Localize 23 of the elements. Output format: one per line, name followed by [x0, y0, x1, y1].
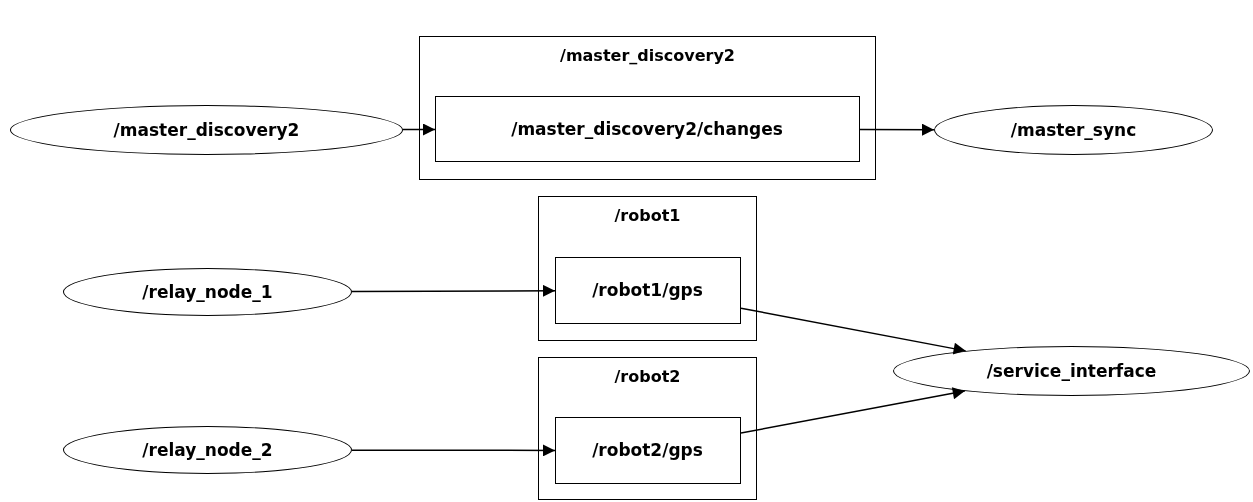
- node-label: /robot1/gps: [592, 280, 703, 300]
- node-label: /master_discovery2/changes: [511, 118, 783, 139]
- arrow: [859, 123, 935, 136]
- node-label: /service_interface: [986, 361, 1157, 381]
- group-box: [538, 357, 757, 500]
- arrow: [740, 307, 967, 355]
- arrow: [740, 387, 966, 434]
- topic-box: [554, 256, 741, 324]
- topic-box: [554, 416, 741, 484]
- arrow: [402, 123, 436, 136]
- group-box: [538, 196, 757, 341]
- node-label: /robot2/gps: [592, 440, 703, 460]
- group-title: /master_discovery2: [559, 46, 736, 65]
- arrow: [351, 444, 556, 457]
- node-label: /master_discovery2: [113, 120, 300, 140]
- node-label: /master_sync: [1010, 120, 1137, 140]
- group-title: /robot1: [613, 206, 682, 225]
- arrow: [351, 284, 556, 297]
- node-label: /relay_node_1: [142, 282, 273, 302]
- topic-box: [434, 95, 860, 162]
- node-label: /relay_node_2: [142, 440, 273, 460]
- group-title: /robot2: [613, 367, 682, 386]
- group-box: [419, 36, 876, 180]
